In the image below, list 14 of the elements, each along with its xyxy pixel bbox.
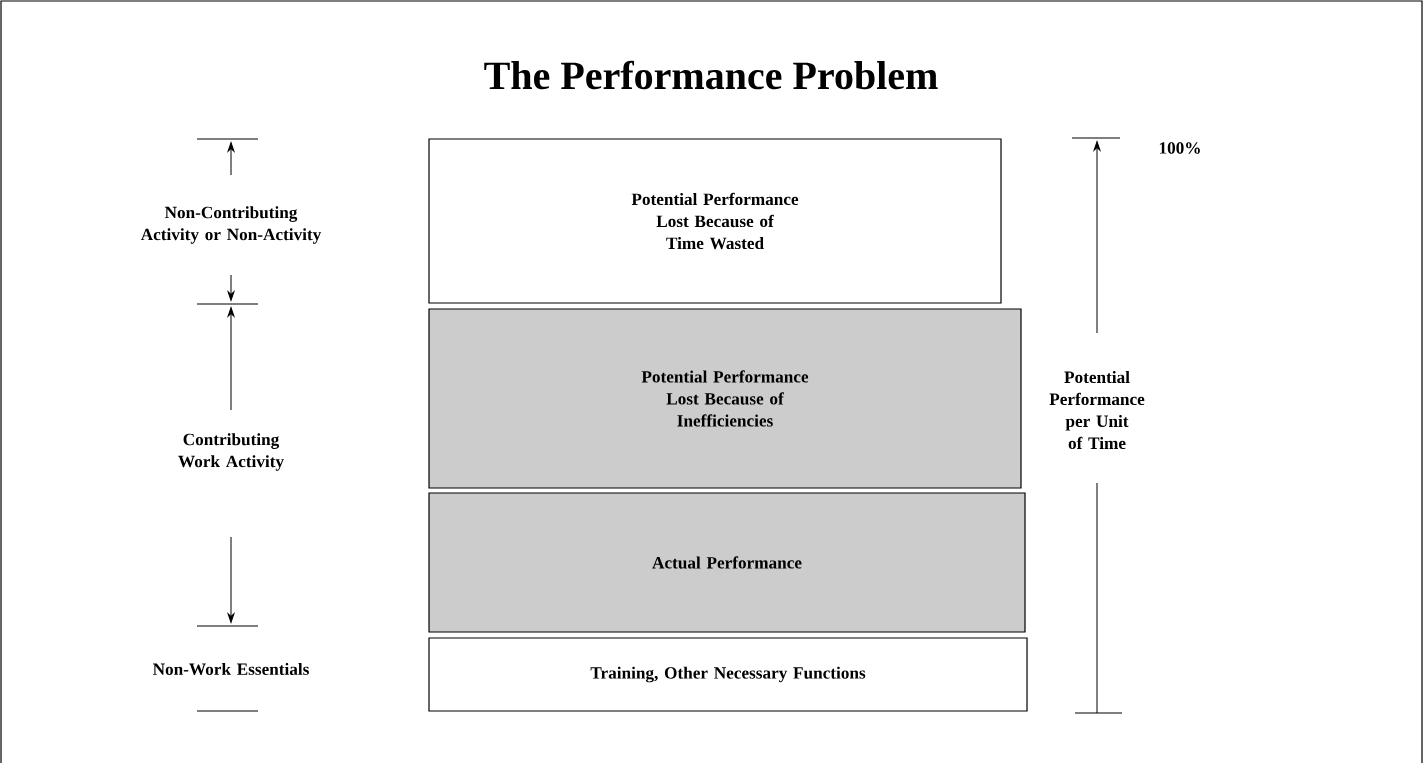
dimension-label: Non-Work Essentials — [152, 662, 309, 676]
stacked-bar-segment — [428, 138, 1002, 304]
stacked-bar-segment — [428, 308, 1022, 489]
dimension-label: Potential Performance per Unit of Time — [1049, 370, 1145, 450]
segment-label: Potential Performance Lost Because of Inefficiencies — [641, 370, 809, 427]
stacked-bar-segment — [428, 637, 1028, 712]
segment-label: Potential Performance Lost Because of Time Wasted — [631, 192, 799, 250]
dimension-label: 100% — [1159, 142, 1200, 154]
dimension-label: Contributing Work Activity — [178, 433, 284, 471]
segment-label: Training, Other Necessary Functions — [590, 666, 866, 683]
segment-label: Actual Performance — [652, 556, 802, 569]
dimension-label: Non-Contributing Activity or Non-Activity — [140, 206, 322, 244]
title: The Performance Problem — [484, 60, 938, 90]
stacked-bar-segment — [428, 492, 1026, 633]
